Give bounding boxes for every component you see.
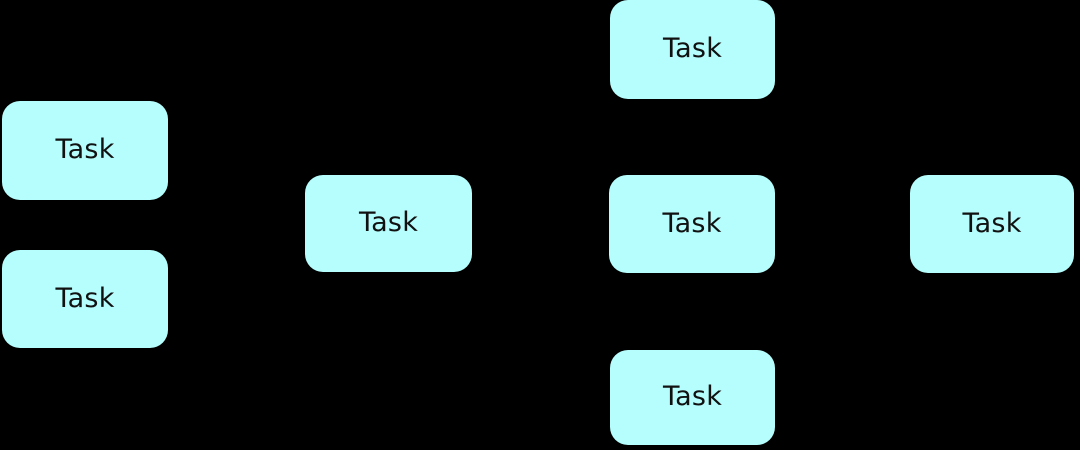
task-node[interactable]: Task [610, 350, 775, 445]
task-node-label: Task [662, 381, 723, 412]
task-node-label: Task [962, 207, 1022, 239]
task-node-label: Task [55, 282, 115, 314]
task-node-label: Task [55, 134, 115, 165]
task-node[interactable]: Task [609, 175, 775, 273]
task-node[interactable]: Task [2, 250, 168, 348]
task-node[interactable]: Task [910, 175, 1074, 273]
task-node-label: Task [662, 207, 722, 239]
task-node-label: Task [662, 33, 723, 64]
task-node-label: Task [358, 207, 419, 238]
task-node[interactable]: Task [2, 101, 168, 200]
task-node[interactable]: Task [305, 175, 472, 272]
task-node[interactable]: Task [610, 0, 775, 99]
